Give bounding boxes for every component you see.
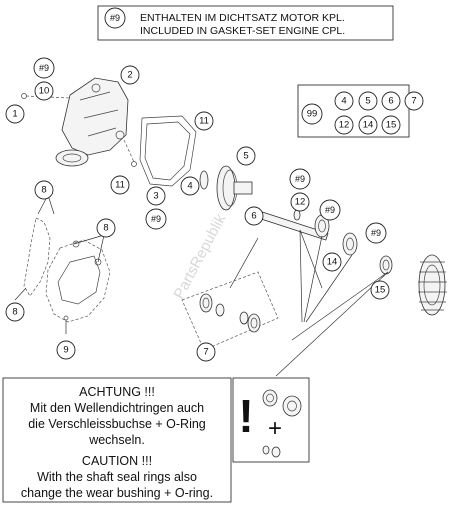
notice-german-title: ACHTUNG !!! [79,385,155,399]
svg-text:#9: #9 [39,63,49,73]
callout-tag-9-seal[interactable]: #9 [319,199,341,221]
kit-item-6[interactable]: 6 [381,91,401,111]
svg-text:#9: #9 [295,174,305,184]
svg-text:8: 8 [41,185,46,196]
svg-text:1: 1 [12,109,17,120]
kit-item-5[interactable]: 5 [358,91,378,111]
watermark: PartsRepublik [171,211,230,302]
kit-item-12[interactable]: 12 [334,115,354,135]
svg-text:15: 15 [375,285,386,296]
impeller-part [216,165,253,211]
svg-text:#9: #9 [151,214,161,224]
callout-6[interactable]: 6 [244,206,264,226]
svg-text:14: 14 [327,257,338,268]
callout-12[interactable]: 12 [290,192,310,212]
svg-text:15: 15 [386,120,397,131]
gasket-part [139,115,197,187]
callout-4[interactable]: 4 [180,176,200,196]
kit-box: 99 4 5 6 7 12 14 15 [297,84,424,138]
caution-notice-box: ACHTUNG !!! Mit den Wellendichtringen au… [2,377,232,503]
kit-item-15[interactable]: 15 [381,115,401,135]
header-info-box: #9 ENTHALTEN IM DICHTSATZ MOTOR KPL. INC… [97,5,394,41]
svg-text:11: 11 [115,180,125,191]
kit-item-4[interactable]: 4 [334,91,354,111]
callout-11-lower[interactable]: 11 [110,175,130,195]
svg-text:2: 2 [127,70,132,81]
notice-german-line2: die Verschleissbuchse + O-Ring [28,417,206,431]
callout-2[interactable]: 2 [120,65,140,85]
header-line-english: INCLUDED IN GASKET-SET ENGINE CPL. [140,25,345,37]
callout-tag-9-bushing[interactable]: #9 [365,222,387,244]
callout-7[interactable]: 7 [196,342,216,362]
svg-text:6: 6 [251,211,256,222]
svg-text:99: 99 [307,109,318,120]
service-kit-panel [181,271,279,351]
svg-text:8: 8 [103,223,108,234]
clutch-cover-part [23,217,111,323]
plus-icon: + [268,415,282,442]
svg-text:10: 10 [39,86,50,97]
header-line-german: ENTHALTEN IM DICHTSATZ MOTOR KPL. [140,12,345,24]
kit-label-99[interactable]: 99 [301,103,323,125]
callout-3[interactable]: 3 [146,186,166,206]
callout-8-top[interactable]: 8 [34,180,54,200]
callout-9[interactable]: 9 [56,340,76,360]
seal-ring-stack [293,209,393,275]
notice-english-line2: change the wear bushing + O-ring. [21,486,213,500]
notice-english-title: CAUTION !!! [82,454,152,468]
notice-german-line1: Mit den Wellendichtringen auch [30,401,204,415]
svg-text:5: 5 [365,96,370,107]
svg-text:12: 12 [339,120,350,131]
callout-14[interactable]: 14 [322,252,342,272]
callout-tag-9-shaft[interactable]: #9 [289,168,311,190]
svg-text:4: 4 [187,181,192,192]
svg-text:7: 7 [203,347,208,358]
svg-text:#9: #9 [371,228,381,238]
warning-symbol-box: ! + [232,377,310,463]
svg-text:3: 3 [153,191,158,202]
svg-text:6: 6 [388,96,393,107]
kit-item-7[interactable]: 7 [404,91,424,111]
callout-15[interactable]: 15 [370,280,390,300]
callout-tag-9-gasket[interactable]: #9 [145,208,167,230]
notice-german-line3: wechseln. [88,433,145,447]
callout-5[interactable]: 5 [236,146,256,166]
callout-8-right[interactable]: 8 [96,218,116,238]
callout-11-right[interactable]: 11 [194,111,214,131]
exclamation-icon: ! [238,390,253,442]
svg-text:8: 8 [12,307,17,318]
gasket-inner-line [144,121,191,181]
svg-text:4: 4 [341,96,346,107]
svg-text:#9: #9 [325,205,335,215]
header-tag-label: #9 [110,13,120,23]
leader-lines [14,194,389,377]
svg-text:7: 7 [411,96,416,107]
svg-text:14: 14 [363,120,374,131]
pump-cover-part [21,77,137,167]
callout-8-lower[interactable]: 8 [5,302,25,322]
svg-text:12: 12 [295,197,306,208]
drive-gear-part [418,254,447,316]
svg-text:9: 9 [63,345,68,356]
notice-english-line1: With the shaft seal rings also [37,470,197,484]
o-ring-part [199,170,209,190]
kit-item-14[interactable]: 14 [358,115,378,135]
callout-1[interactable]: 1 [5,104,25,124]
svg-text:5: 5 [243,151,248,162]
callout-10[interactable]: 10 [34,81,54,101]
callout-tag-9-top[interactable]: #9 [33,57,55,79]
svg-text:11: 11 [199,116,209,127]
header-tag-9[interactable]: #9 [104,7,126,29]
